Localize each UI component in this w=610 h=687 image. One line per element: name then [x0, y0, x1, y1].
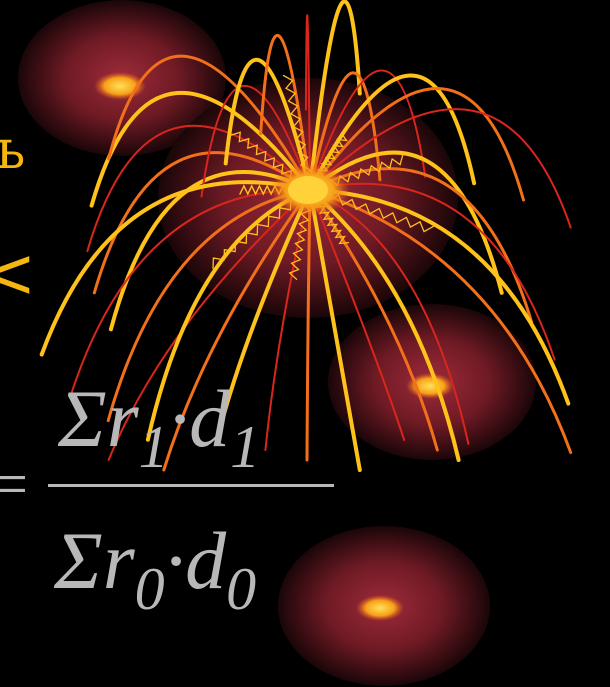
firework-strand [309, 189, 406, 441]
firework-strand [309, 69, 427, 191]
denominator-sum: Σr [54, 515, 135, 606]
fraction-bar [48, 484, 334, 487]
firework-strand [308, 73, 477, 192]
equals-sign: = [0, 448, 29, 519]
firework-strand [304, 14, 311, 191]
firework-strand [39, 180, 312, 357]
firework-strand [308, 87, 525, 202]
numerator-dot: ·d [168, 373, 231, 464]
firework-strand [308, 71, 382, 192]
partial-letter-top: ь [0, 118, 26, 181]
numerator-d-subscript: 1 [230, 414, 261, 480]
firework-strand [309, 182, 556, 361]
glow-sphere-bottom [278, 526, 490, 686]
firework-strand [86, 124, 311, 253]
firework-strand [305, 188, 312, 462]
firework-strand [162, 188, 312, 472]
firework-strand [200, 85, 311, 198]
numerator-r-subscript: 1 [138, 414, 169, 480]
firework-strand [223, 57, 312, 192]
numerator-sum: Σr [58, 373, 139, 464]
firework-strand [308, 188, 461, 462]
firework-strand [308, 188, 571, 406]
firework-strand [308, 188, 439, 452]
formula-numerator: Σr1·d1 [58, 378, 260, 478]
firework-strand [308, 0, 362, 192]
formula-denominator: Σr0·d0 [54, 520, 256, 620]
firework-strand [92, 151, 312, 295]
firework-strand [264, 189, 311, 451]
firework-core [270, 164, 350, 216]
denominator-d-subscript: 0 [226, 556, 257, 622]
firework-strand [308, 188, 362, 472]
firework-strands [39, 0, 573, 472]
firework-strand [107, 54, 312, 192]
firework-strand [259, 34, 312, 192]
firework-strand [309, 108, 572, 229]
firework-strand [308, 150, 504, 295]
denominator-dot: ·d [164, 515, 227, 606]
firework-strand [70, 188, 311, 393]
firework-strand [214, 188, 312, 442]
denominator-r-subscript: 0 [134, 556, 165, 622]
partial-letter-middle: < [0, 232, 37, 314]
